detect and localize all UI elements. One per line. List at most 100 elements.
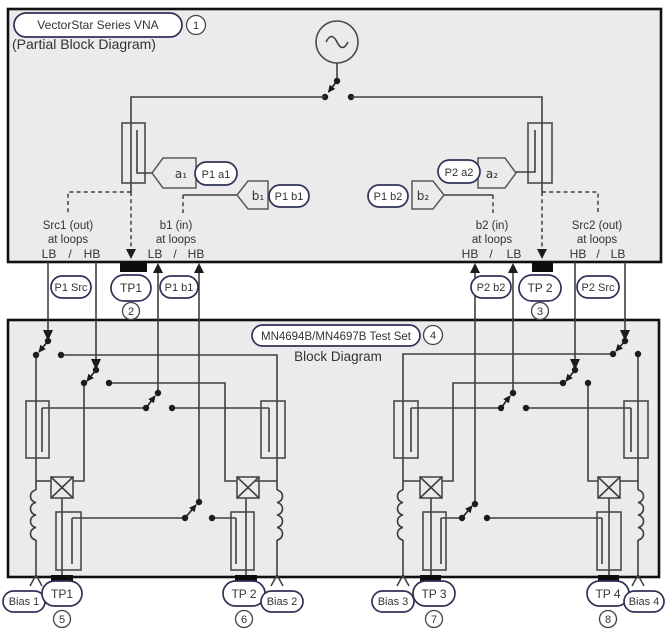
- oval-bias1: Bias 1: [9, 596, 40, 608]
- receiver-a2-label: a₂: [486, 167, 498, 181]
- receiver-b2-label: b₂: [417, 189, 430, 203]
- callout-5-circle: [52, 609, 72, 629]
- svg-text:at loops: at loops: [577, 234, 618, 246]
- svg-text:HB: HB: [188, 247, 205, 261]
- bias2-arrow-icon: [270, 573, 284, 587]
- arrow-down-tp2-icon: [537, 249, 547, 259]
- bias3-arrow-icon: [396, 573, 410, 587]
- test-set-wiring: [29, 353, 645, 577]
- callout-6-circle: [234, 609, 254, 629]
- oval-bias2: Bias 2: [267, 596, 298, 608]
- ts-top-coupler-2: [260, 400, 286, 459]
- bias-coil-1-icon: [29, 489, 37, 541]
- receiver-b2: b₂: [411, 180, 493, 210]
- callout-5: 5: [59, 614, 65, 626]
- svg-text:LB: LB: [611, 247, 626, 261]
- callout-2: 2: [128, 306, 134, 318]
- callout-2-circle: [121, 301, 141, 321]
- src1-hb-label: HB: [84, 247, 101, 261]
- wire-source-left: [130, 96, 325, 192]
- arrow-up-b1lb-icon: [153, 263, 163, 273]
- oval-bias4: Bias 4: [629, 596, 660, 608]
- test-set-title-group: MN4694B/MN4697B Test Set 4 Block Diagram: [251, 324, 444, 364]
- oval-p2a2: P2 a2: [445, 167, 474, 179]
- gap-connector-ovals: P1 Src TP1 2 P1 b1 P2 b2 TP 2 3 P2 Src: [50, 274, 620, 321]
- bias-coil-3-icon: [396, 489, 404, 541]
- vna-tp2-connector: [532, 262, 553, 272]
- arrow-up-b2hb-icon: [470, 263, 480, 273]
- receiver-b1-label: b₁: [252, 189, 265, 203]
- receiver-a2: a₂: [477, 157, 517, 189]
- ts-top-coupler-1: [25, 400, 50, 459]
- oval-p1a1: P1 a1: [202, 169, 231, 181]
- arrow-up-b1hb-icon: [194, 263, 204, 273]
- callout-3-circle: [530, 301, 550, 321]
- ts-bottom-coupler-2: [230, 511, 255, 571]
- bias1-arrow-icon: [29, 573, 43, 587]
- test-set-couplers: [25, 400, 649, 571]
- svg-text:/: /: [68, 247, 72, 261]
- b1-in-label: b1 (in): [160, 220, 193, 232]
- callout-4-circle: [422, 324, 444, 346]
- src2-out-label: Src2 (out): [572, 220, 623, 232]
- svg-text:LB: LB: [507, 247, 522, 261]
- ts-tp1-connector: [51, 575, 73, 583]
- svg-text:at loops: at loops: [156, 234, 197, 246]
- oval-bias3: Bias 3: [378, 596, 409, 608]
- ts-tp2-connector: [235, 575, 257, 583]
- src1-out-label: Src1 (out): [43, 220, 94, 232]
- svg-text:/: /: [596, 247, 600, 261]
- sine-wave-icon: [325, 35, 349, 49]
- ts-tp4-connector: [598, 575, 619, 583]
- src1-atloops-label: at loops: [48, 234, 89, 246]
- callout-4: 4: [430, 330, 436, 342]
- vna-coupler-port1: [121, 122, 152, 184]
- receiver-b1: b₁: [183, 180, 269, 210]
- receiver-a1-label: a₁: [175, 167, 187, 181]
- ts-top-coupler-3: [393, 400, 419, 459]
- bias-coil-2-icon: [276, 489, 284, 541]
- callout-7: 7: [431, 614, 437, 626]
- vna-subtitle: (Partial Block Diagram): [12, 36, 156, 52]
- oval-tp2-vna: TP 2: [527, 281, 552, 295]
- test-set-port-ovals: Bias 1 TP1 5 TP 2 6 Bias 2 Bias 3 TP 3 7…: [2, 580, 665, 629]
- callout-8-circle: [598, 609, 618, 629]
- loop-label-src1: Src1 (out) at loops LB / HB: [42, 220, 101, 261]
- src1-lb-label: LB: [42, 247, 57, 261]
- oval-p1-src: P1 Src: [54, 282, 88, 294]
- bias4-arrow-icon: [631, 573, 645, 587]
- svg-text:HB: HB: [462, 247, 479, 261]
- ts-tp3-connector: [420, 575, 441, 583]
- test-set-enclosure: [6, 318, 661, 579]
- x-box-2-icon: [236, 476, 260, 499]
- x-box-4-icon: [597, 476, 621, 499]
- loop-label-b2: b2 (in) at loops HB / LB: [462, 220, 522, 261]
- oval-p1-b1-gap: P1 b1: [165, 282, 194, 294]
- oval-tp1-ts: TP1: [51, 587, 73, 601]
- vna-title-oval: [13, 12, 183, 38]
- callout-3: 3: [537, 306, 543, 318]
- svg-text:HB: HB: [570, 247, 587, 261]
- svg-text:/: /: [489, 247, 493, 261]
- callout-6: 6: [241, 614, 247, 626]
- panel-connectors: [51, 262, 619, 583]
- bias-arrows: [29, 573, 645, 587]
- vna-title: VectorStar Series VNA: [37, 18, 158, 32]
- oval-tp3-ts: TP 3: [421, 587, 446, 601]
- ts-top-coupler-4: [623, 400, 649, 459]
- svg-text:/: /: [173, 247, 177, 261]
- arrow-up-b2lb-icon: [508, 263, 518, 273]
- test-set-title-oval: [251, 324, 421, 347]
- arrow-down-tp1-icon: [126, 249, 136, 259]
- wire-source-right: [351, 96, 543, 192]
- oval-p2-b2: P2 b2: [477, 282, 506, 294]
- bias-coil-4-icon: [637, 489, 645, 541]
- vna-title-group: VectorStar Series VNA 1: [13, 12, 207, 38]
- callout-1: 1: [193, 20, 199, 32]
- callout-1-circle: [185, 14, 207, 36]
- ts-bottom-coupler-3: [422, 511, 447, 571]
- oval-tp2-ts: TP 2: [231, 587, 256, 601]
- callout-8: 8: [605, 614, 611, 626]
- ts-bottom-coupler-4: [596, 511, 622, 571]
